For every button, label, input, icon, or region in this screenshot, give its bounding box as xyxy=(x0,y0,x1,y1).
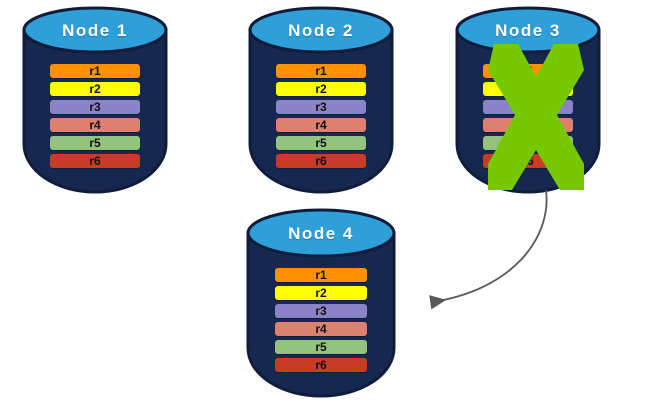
row-list-node4: r1 r2 r3 r4 r5 r6 xyxy=(275,268,367,372)
node-cylinder-node2[interactable]: Node 2 r1 r2 r3 r4 r5 r6 xyxy=(248,4,394,194)
node-cylinder-node4[interactable]: Node 4 r1 r2 r3 r4 r5 r6 xyxy=(246,206,396,398)
row-r2: r2 xyxy=(50,82,140,96)
row-list-node1: r1 r2 r3 r4 r5 r6 xyxy=(50,64,140,168)
row-r4: r4 xyxy=(276,118,366,132)
row-r4: r4 xyxy=(50,118,140,132)
row-r6: r6 xyxy=(275,358,367,372)
row-r2: r2 xyxy=(276,82,366,96)
row-list-node2: r1 r2 r3 r4 r5 r6 xyxy=(276,64,366,168)
row-r3: r3 xyxy=(275,304,367,318)
row-r5: r5 xyxy=(50,136,140,150)
row-r2: r2 xyxy=(275,286,367,300)
row-r3: r3 xyxy=(50,100,140,114)
row-r6: r6 xyxy=(50,154,140,168)
row-r5: r5 xyxy=(276,136,366,150)
row-r4: r4 xyxy=(275,322,367,336)
row-r1: r1 xyxy=(50,64,140,78)
row-r1: r1 xyxy=(275,268,367,282)
node-cylinder-node1[interactable]: Node 1 r1 r2 r3 r4 r5 r6 xyxy=(22,4,168,194)
row-r1: r1 xyxy=(276,64,366,78)
row-r6: r6 xyxy=(276,154,366,168)
row-r3: r3 xyxy=(276,100,366,114)
row-r5: r5 xyxy=(275,340,367,354)
